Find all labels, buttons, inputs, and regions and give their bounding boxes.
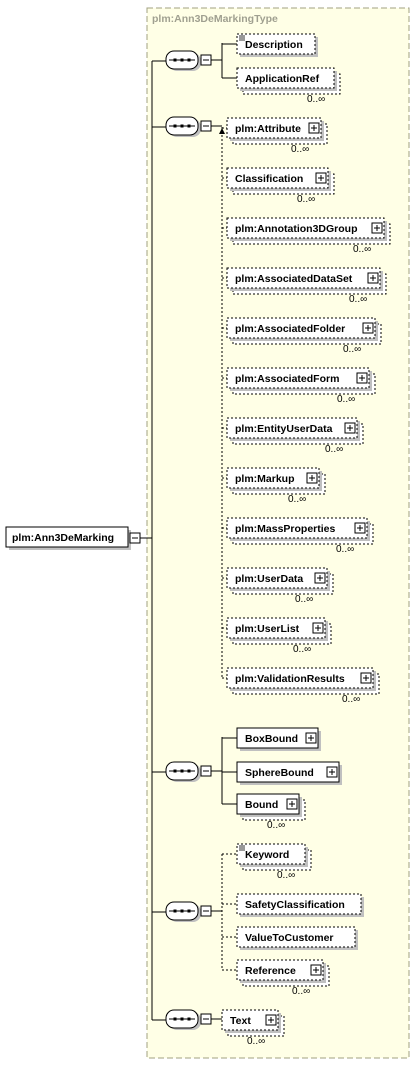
reference-element-label: Reference xyxy=(245,965,296,977)
sequence-compositor-1-toggle[interactable] xyxy=(200,54,212,66)
text-element[interactable]: Text xyxy=(221,1009,285,1037)
associated-data-set-element[interactable]: plm:AssociatedDataSet xyxy=(226,267,387,295)
value-to-customer-element[interactable]: ValueToCustomer xyxy=(236,926,358,950)
occurrence-label: 0..∞ xyxy=(325,444,343,455)
occurrence-label: 0..∞ xyxy=(277,870,295,881)
expand-icon[interactable] xyxy=(312,622,324,634)
application-ref-element-label: ApplicationRef xyxy=(245,73,320,85)
documentation-icon xyxy=(239,35,245,41)
expand-icon[interactable] xyxy=(310,964,322,976)
associated-folder-element-label: plm:AssociatedFolder xyxy=(235,323,345,335)
associated-form-element[interactable]: plm:AssociatedForm xyxy=(226,367,376,395)
choice-compositor-2[interactable] xyxy=(165,116,201,137)
expand-icon[interactable] xyxy=(356,372,368,384)
expand-icon[interactable] xyxy=(306,472,318,484)
description-element-label: Description xyxy=(245,39,303,51)
expand-icon[interactable] xyxy=(308,122,320,134)
occurrence-label: 0..∞ xyxy=(292,986,310,997)
expand-icon[interactable] xyxy=(362,322,374,334)
safety-classification-element-label: SafetyClassification xyxy=(245,899,345,911)
sequence-compositor-1[interactable] xyxy=(165,50,201,71)
text-element-label: Text xyxy=(230,1015,251,1027)
annotation-3d-group-element[interactable]: plm:Annotation3DGroup xyxy=(226,217,391,245)
expand-icon[interactable] xyxy=(354,522,366,534)
classification-element-label: Classification xyxy=(235,173,303,185)
root-element-label: plm:Ann3DeMarking xyxy=(12,532,114,544)
box-bound-element-label: BoxBound xyxy=(245,733,298,745)
application-ref-element[interactable]: ApplicationRef xyxy=(236,67,341,95)
occurrence-label: 0..∞ xyxy=(337,394,355,405)
markup-element-label: plm:Markup xyxy=(235,473,295,485)
bound-element[interactable]: Bound xyxy=(236,793,306,821)
value-to-customer-element-label: ValueToCustomer xyxy=(245,932,334,944)
expand-icon[interactable] xyxy=(265,1014,277,1026)
keyword-element-label: Keyword xyxy=(245,849,289,861)
associated-form-element-label: plm:AssociatedForm xyxy=(235,373,339,385)
expand-icon[interactable] xyxy=(326,766,338,778)
occurrence-label: 0..∞ xyxy=(293,644,311,655)
associated-data-set-element-label: plm:AssociatedDataSet xyxy=(235,273,353,285)
occurrence-label: 0..∞ xyxy=(336,544,354,555)
sequence-branches xyxy=(152,60,166,1021)
occurrence-label: 0..∞ xyxy=(247,1036,265,1047)
sphere-bound-element[interactable]: SphereBound xyxy=(236,761,342,785)
expand-icon[interactable] xyxy=(367,272,379,284)
expand-icon[interactable] xyxy=(371,222,383,234)
sequence-compositor-4[interactable] xyxy=(165,901,201,922)
bound-element-label: Bound xyxy=(245,799,278,811)
occurrence-label: 0..∞ xyxy=(342,694,360,705)
root-collapse-toggle[interactable] xyxy=(129,532,141,544)
expand-icon[interactable] xyxy=(305,732,317,744)
choice-compositor-2-toggle[interactable] xyxy=(200,120,212,132)
substitution-arrow-icon xyxy=(219,128,225,145)
sphere-bound-element-label: SphereBound xyxy=(245,767,314,779)
associated-folder-element[interactable]: plm:AssociatedFolder xyxy=(226,317,382,345)
occurrence-label: 0..∞ xyxy=(353,244,371,255)
attribute-element-label: plm:Attribute xyxy=(235,123,301,135)
markup-element[interactable]: plm:Markup xyxy=(226,467,326,495)
user-data-element-label: plm:UserData xyxy=(235,573,303,585)
occurrence-label: 0..∞ xyxy=(343,344,361,355)
validation-results-element-label: plm:ValidationResults xyxy=(235,673,345,685)
sequence-compositor-4-toggle[interactable] xyxy=(200,905,212,917)
entity-user-data-element-label: plm:EntityUserData xyxy=(235,423,333,435)
expand-icon[interactable] xyxy=(360,672,372,684)
mass-properties-element-label: plm:MassProperties xyxy=(235,523,336,535)
occurrence-label: 0..∞ xyxy=(267,820,285,831)
occurrence-label: 0..∞ xyxy=(291,144,309,155)
user-list-element-label: plm:UserList xyxy=(235,623,300,635)
expand-icon[interactable] xyxy=(315,172,327,184)
root-element[interactable]: plm:Ann3DeMarking xyxy=(5,526,131,550)
expand-icon[interactable] xyxy=(314,572,326,584)
sequence-compositor-5-toggle[interactable] xyxy=(200,1013,212,1025)
validation-results-element[interactable]: plm:ValidationResults xyxy=(226,667,380,695)
occurrence-label: 0..∞ xyxy=(295,594,313,605)
user-data-element[interactable]: plm:UserData xyxy=(226,567,334,595)
expand-icon[interactable] xyxy=(286,798,298,810)
child-connectors xyxy=(221,43,237,971)
occurrence-label: 0..∞ xyxy=(288,494,306,505)
entity-user-data-element[interactable]: plm:EntityUserData xyxy=(226,417,364,445)
occurrence-label: 0..∞ xyxy=(297,194,315,205)
documentation-icon xyxy=(239,845,245,851)
sequence-compositor-5[interactable] xyxy=(165,1009,201,1030)
keyword-element[interactable]: Keyword xyxy=(236,843,312,871)
occurrence-label: 0..∞ xyxy=(307,94,325,105)
occurrence-label: 0..∞ xyxy=(349,294,367,305)
attribute-element[interactable]: plm:Attribute xyxy=(226,117,328,145)
user-list-element[interactable]: plm:UserList xyxy=(226,617,332,645)
description-element[interactable]: Description xyxy=(236,33,318,57)
safety-classification-element[interactable]: SafetyClassification xyxy=(236,893,364,917)
mass-properties-element[interactable]: plm:MassProperties xyxy=(226,517,374,545)
sequence-compositor-3[interactable] xyxy=(165,761,201,782)
complex-type-title: plm:Ann3DeMarkingType xyxy=(152,13,278,25)
expand-icon[interactable] xyxy=(344,422,356,434)
box-bound-element[interactable]: BoxBound xyxy=(236,727,321,751)
classification-element[interactable]: Classification xyxy=(226,167,335,195)
annotation-3d-group-element-label: plm:Annotation3DGroup xyxy=(235,223,357,235)
sequence-compositor-3-toggle[interactable] xyxy=(200,765,212,777)
reference-element[interactable]: Reference xyxy=(236,959,330,987)
